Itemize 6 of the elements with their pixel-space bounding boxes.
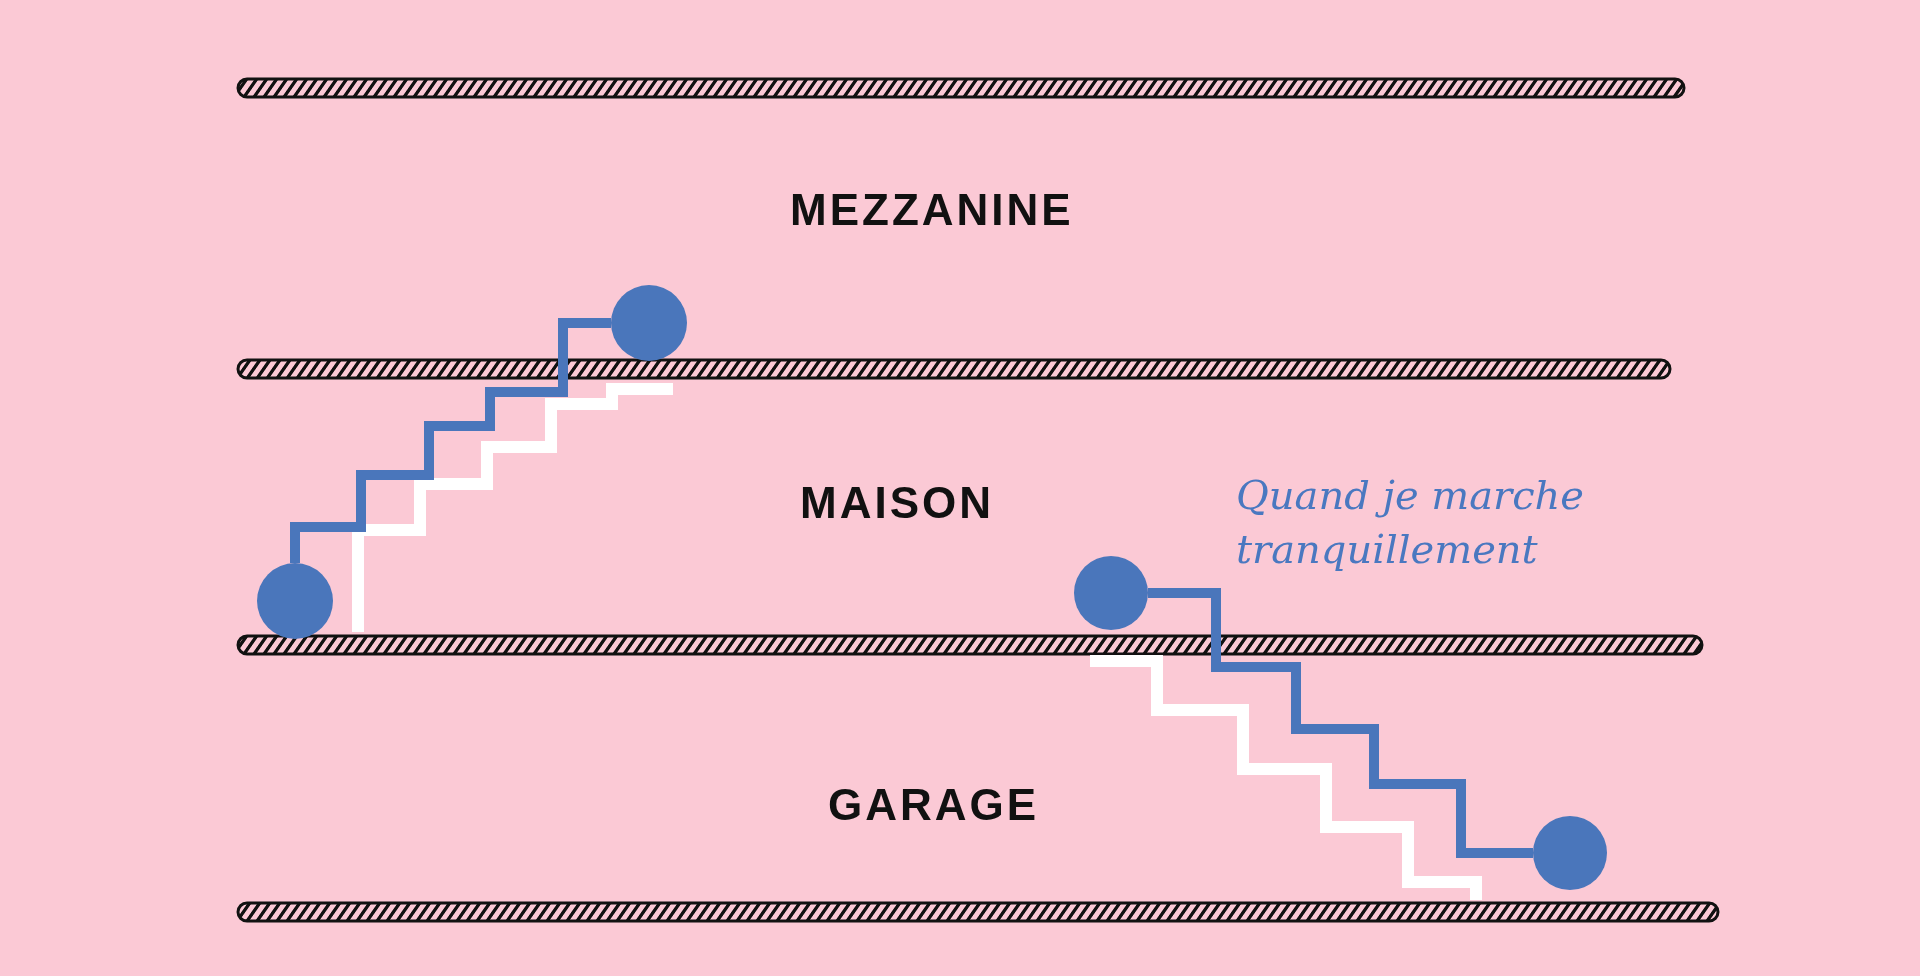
handwritten-note: Quand je marche tranquillement xyxy=(1236,471,1585,574)
staircase-line xyxy=(1148,588,1533,858)
floor-name: MAISON xyxy=(800,478,994,528)
floor-name: MEZZANINE xyxy=(790,185,1074,235)
floor-name: GARAGE xyxy=(828,780,1040,830)
staircase-line xyxy=(290,318,611,563)
